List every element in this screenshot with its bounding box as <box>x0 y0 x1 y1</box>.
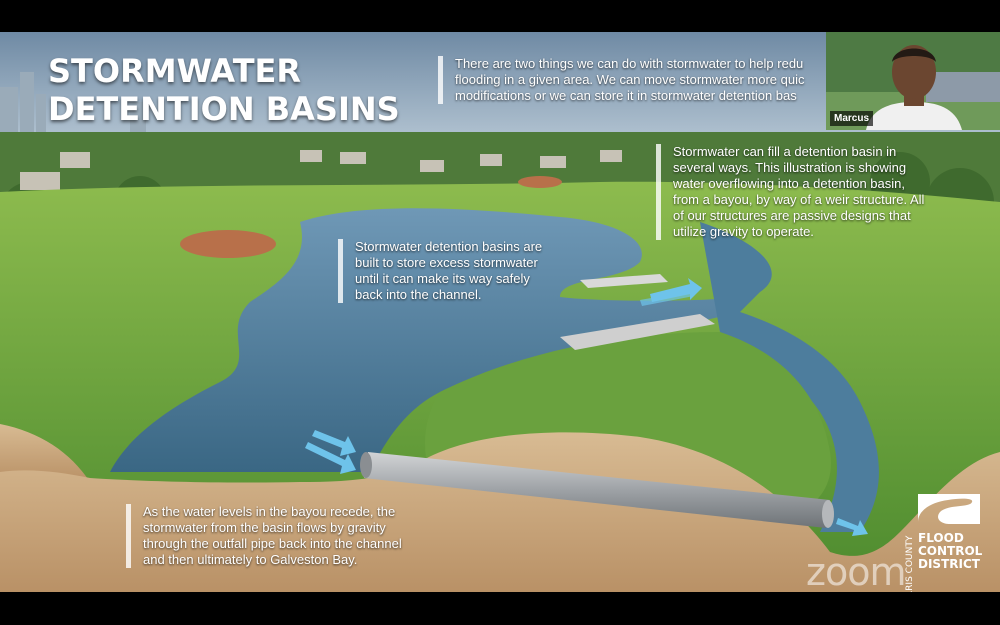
callout-middle: Stormwater detention basins are built to… <box>338 239 585 303</box>
participant-name: Marcus <box>830 111 874 126</box>
detention-basin-water <box>110 208 740 472</box>
participant-video-tile[interactable]: Marcus <box>826 32 1000 130</box>
stormwater-illustration <box>0 32 1000 592</box>
city-skyline <box>0 72 146 137</box>
weir-structure <box>560 314 715 350</box>
flow-arrows <box>305 278 868 536</box>
soil-cross-section <box>0 432 1000 592</box>
outfall-pipe <box>364 452 830 528</box>
title-line-1: STORMWATER <box>48 52 302 90</box>
callout-top: There are two things we can do with stor… <box>438 56 839 104</box>
slide-title: STORMWATER DETENTION BASINS <box>48 52 400 128</box>
houses <box>20 150 622 190</box>
callout-right: Stormwater can fill a detention basin in… <box>656 144 973 240</box>
flood-control-district-logo: FLOOD CONTROL DISTRICT <box>918 531 983 571</box>
logo-vertical-text: HARRIS COUNTY <box>905 535 915 592</box>
shared-screen: STORMWATER DETENTION BASINS There are tw… <box>0 32 1000 592</box>
flood-control-logo-mark <box>918 494 980 524</box>
callout-bottom: As the water levels in the bayou recede,… <box>126 504 463 568</box>
zoom-watermark: zoom <box>806 550 906 592</box>
svg-text:HARRIS COUNTY: HARRIS COUNTY <box>905 535 915 592</box>
title-line-2: DETENTION BASINS <box>48 90 400 128</box>
playground <box>180 230 276 258</box>
